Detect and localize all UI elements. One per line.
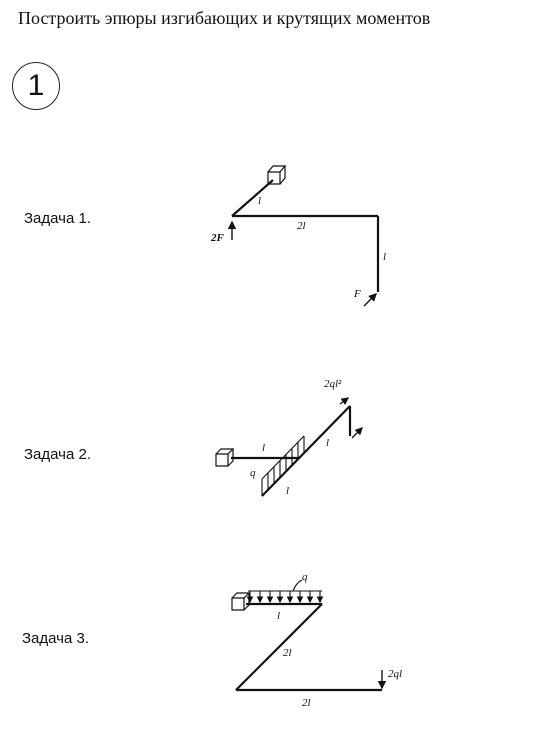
task-2-load-moment: 2ql²	[324, 378, 342, 390]
task-3-load-2ql: 2ql	[388, 668, 402, 680]
task-3-diagram: q l 2l 2ql 2l	[231, 571, 402, 709]
task-1-frame	[231, 179, 380, 292]
task-1-support	[267, 165, 287, 185]
task-1-label: Задача 1.	[24, 210, 92, 227]
task-1-load-f: F	[353, 288, 361, 300]
task-3-dim-bottom: 2l	[302, 697, 311, 709]
task-2-label: Задача 2.	[24, 446, 92, 463]
task-3-load-q: q	[302, 571, 308, 583]
task-2-moment-arrow-top	[339, 397, 350, 406]
task-3-dim-top: l	[277, 610, 280, 622]
task-2-support	[215, 448, 235, 467]
task-3-frame	[235, 602, 382, 692]
task-3-distributed-load	[246, 579, 324, 604]
task-2-dim-diagonal-lower: l	[286, 485, 289, 497]
task-3-dim-diagonal: 2l	[283, 647, 292, 659]
task-1-dim-drop: l	[383, 251, 386, 263]
page-title: Построить эпюры изгибающих и крутящих мо…	[18, 8, 431, 28]
task-2-load-q: q	[250, 467, 256, 479]
task-2-moment-arrow-bottom	[351, 427, 363, 439]
task-3-support	[231, 592, 251, 611]
task-1-load-2f: 2F	[210, 232, 225, 244]
task-1-dim-top-span: 2l	[297, 220, 306, 232]
task-2-distributed-load	[261, 435, 305, 497]
task-2-dim-diagonal-upper: l	[326, 437, 329, 449]
task-1-diagram: l 2l l 2F F	[210, 165, 386, 307]
task-1-force-f-arrow	[363, 293, 377, 307]
task-2-dim-arm: l	[262, 442, 265, 454]
task-2-diagram: 2ql² l l l q	[215, 378, 363, 497]
task-3-label: Задача 3.	[22, 630, 90, 647]
variant-number: 1	[27, 69, 45, 102]
task-1-dim-support-arm: l	[258, 195, 261, 207]
task-2-frame	[231, 405, 352, 497]
variant-number-badge: 1	[12, 62, 60, 110]
